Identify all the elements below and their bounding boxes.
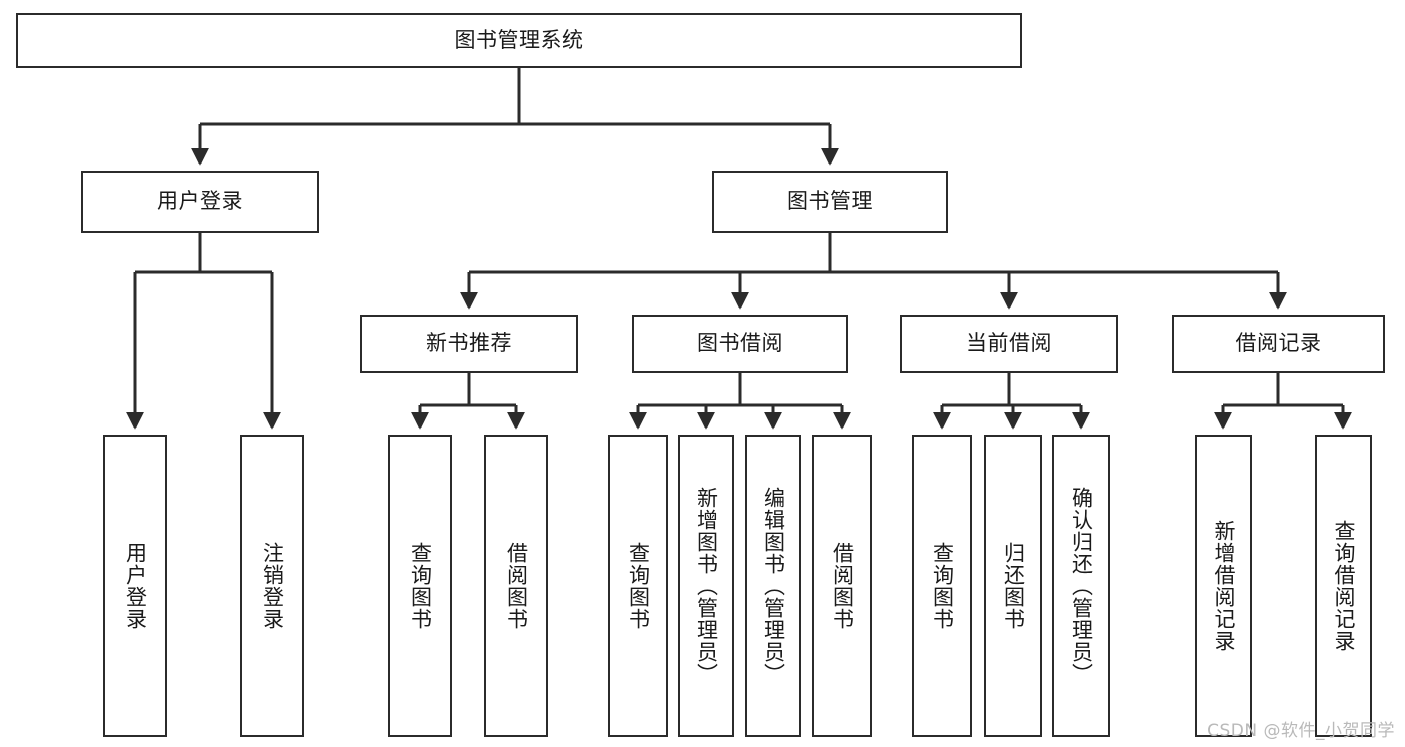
leaf-logout-label: 注销登录	[260, 542, 285, 630]
leaf-add-book-admin-label: 新增图书（管理员）	[694, 487, 719, 685]
leaf-return-book-label: 归还图书	[1001, 542, 1026, 630]
leaf-logout[interactable]: 注销登录	[240, 435, 304, 737]
node-root[interactable]: 图书管理系统	[16, 13, 1022, 68]
leaf-borrow-book-label: 借阅图书	[830, 542, 855, 630]
node-borrow-record-label: 借阅记录	[1235, 331, 1322, 356]
watermark: CSDN @软件_小贺同学	[1207, 721, 1395, 741]
node-new-book-recommend[interactable]: 新书推荐	[360, 315, 578, 373]
leaf-confirm-return-admin-label: 确认归还（管理员）	[1069, 487, 1094, 685]
node-book-borrow[interactable]: 图书借阅	[632, 315, 848, 373]
leaf-query-borrow-record[interactable]: 查询借阅记录	[1315, 435, 1372, 737]
node-new-book-recommend-label: 新书推荐	[426, 331, 512, 356]
node-book-management[interactable]: 图书管理	[712, 171, 948, 233]
leaf-add-book-admin[interactable]: 新增图书（管理员）	[678, 435, 734, 737]
node-book-management-label: 图书管理	[787, 189, 873, 214]
leaf-query-borrow-record-label: 查询借阅记录	[1331, 520, 1356, 652]
leaf-query-book-current[interactable]: 查询图书	[912, 435, 972, 737]
leaf-add-borrow-record-label: 新增借阅记录	[1211, 520, 1236, 652]
leaf-confirm-return-admin[interactable]: 确认归还（管理员）	[1052, 435, 1110, 737]
node-current-borrow[interactable]: 当前借阅	[900, 315, 1118, 373]
leaf-add-borrow-record[interactable]: 新增借阅记录	[1195, 435, 1252, 737]
node-borrow-record[interactable]: 借阅记录	[1172, 315, 1385, 373]
node-book-borrow-label: 图书借阅	[697, 331, 783, 356]
leaf-edit-book-admin[interactable]: 编辑图书（管理员）	[745, 435, 801, 737]
leaf-return-book[interactable]: 归还图书	[984, 435, 1042, 737]
leaf-query-book-recommend[interactable]: 查询图书	[388, 435, 452, 737]
leaf-query-book-recommend-label: 查询图书	[408, 542, 433, 630]
leaf-edit-book-admin-label: 编辑图书（管理员）	[761, 487, 786, 685]
node-current-borrow-label: 当前借阅	[966, 331, 1052, 356]
leaf-borrow-book[interactable]: 借阅图书	[812, 435, 872, 737]
leaf-borrow-book-recommend-label: 借阅图书	[504, 542, 529, 630]
node-root-label: 图书管理系统	[454, 27, 584, 52]
leaf-query-book-current-label: 查询图书	[930, 542, 955, 630]
leaf-user-login[interactable]: 用户登录	[103, 435, 167, 737]
leaf-borrow-book-recommend[interactable]: 借阅图书	[484, 435, 548, 737]
leaf-query-book-borrow-label: 查询图书	[626, 542, 651, 630]
node-user-login-label: 用户登录	[157, 189, 243, 214]
node-user-login[interactable]: 用户登录	[81, 171, 319, 233]
leaf-query-book-borrow[interactable]: 查询图书	[608, 435, 668, 737]
leaf-user-login-label: 用户登录	[123, 542, 148, 630]
